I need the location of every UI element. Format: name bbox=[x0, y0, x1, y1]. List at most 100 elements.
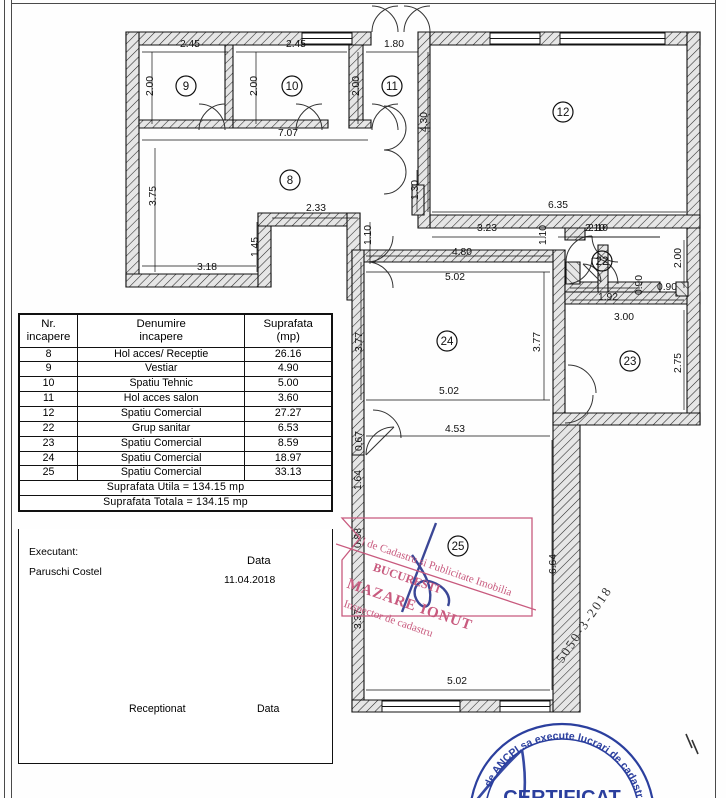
room-number-12: 12 bbox=[557, 107, 570, 119]
header-nr-line2: incapere bbox=[26, 330, 71, 343]
cell-area: 4.90 bbox=[244, 361, 332, 378]
inspector-stamp-red: l de Cadastru si Publicitate Imobilia BU… bbox=[335, 498, 537, 658]
dimension-room25-0: 1.64 bbox=[353, 470, 364, 490]
dimension-room22_23-4: 1.92 bbox=[598, 292, 618, 303]
cell-room-number: 11 bbox=[18, 391, 79, 407]
frame-left-inner bbox=[11, 0, 12, 798]
cell-area: 5.00 bbox=[244, 376, 332, 393]
cell-room-name: Vestiar bbox=[77, 361, 246, 378]
cell-area: 33.13 bbox=[244, 465, 332, 482]
window-layer bbox=[301, 32, 666, 713]
dimension-room12-2: 6.35 bbox=[548, 200, 568, 211]
dimension-room8-1: 3.18 bbox=[197, 262, 217, 273]
table-row-total-totala: Suprafata Totala = 134.15 mp bbox=[19, 495, 332, 511]
header-area: Suprafata (mp) bbox=[244, 314, 332, 348]
table-header-row: Nr. incapere Denumire incapere Suprafata… bbox=[18, 314, 332, 348]
header-sup-line2: (mp) bbox=[276, 330, 300, 343]
frame-left-outer bbox=[4, 0, 5, 798]
dimension-lines bbox=[142, 51, 686, 698]
cell-room-name: Spatiu Comercial bbox=[77, 465, 246, 482]
dimension-room24-3: 3.77 bbox=[532, 332, 543, 352]
dimension-room12-5: 1.10 bbox=[538, 225, 549, 245]
cell-room-number: 12 bbox=[18, 405, 79, 422]
room-number-11: 11 bbox=[386, 81, 398, 93]
cell-area: 18.97 bbox=[244, 450, 332, 467]
dimension-top_block-0: 2.45 bbox=[180, 39, 200, 50]
executant-date-label: Data bbox=[247, 555, 271, 567]
dimension-room24-2: 3.77 bbox=[354, 332, 365, 352]
total-utila: Suprafata Utila = 134.15 mp bbox=[19, 480, 332, 497]
cell-room-number: 23 bbox=[18, 435, 79, 452]
cell-room-name: Grup sanitar bbox=[77, 420, 246, 437]
dimension-room8-4: 1.10 bbox=[363, 225, 374, 245]
cell-area: 8.59 bbox=[244, 435, 332, 452]
cell-room-name: Spatiu Comercial bbox=[77, 450, 246, 467]
dimension-room24-0: 4.80 bbox=[452, 247, 472, 258]
total-totala: Suprafata Totala = 134.15 mp bbox=[19, 495, 332, 511]
header-room-name: Denumire incapere bbox=[77, 314, 246, 348]
cell-room-number: 24 bbox=[18, 450, 79, 467]
cell-room-name: Hol acces/ Receptie bbox=[77, 346, 246, 363]
dimension-top_block-3: 2.00 bbox=[145, 76, 156, 96]
executant-date-value: 11.04.2018 bbox=[224, 575, 276, 586]
cell-area: 3.60 bbox=[244, 391, 332, 407]
frame-right-inner bbox=[715, 0, 716, 798]
dimension-room24-1: 5.02 bbox=[445, 272, 465, 283]
executant-name: Paruschi Costel bbox=[29, 567, 102, 578]
dimension-room25-3: 6.64 bbox=[548, 554, 559, 574]
dimension-room25-1: 0.88 bbox=[353, 528, 364, 548]
dimension-room12-1: 1.30 bbox=[410, 180, 421, 200]
cell-area: 27.27 bbox=[244, 405, 332, 422]
dimension-room24-4: 5.02 bbox=[439, 386, 459, 397]
executant-block: Executant: Paruschi Costel Data 11.04.20… bbox=[18, 529, 333, 698]
cell-room-number: 22 bbox=[18, 420, 79, 437]
cell-room-number: 10 bbox=[18, 376, 79, 393]
certificate-stamp-blue: de ANCPI sa execute lucrari de cadastru … bbox=[430, 718, 726, 798]
cell-room-number: 9 bbox=[18, 361, 79, 378]
dimension-room24-5: 4.53 bbox=[445, 424, 465, 435]
signature-ink bbox=[400, 522, 451, 613]
room-schedule-table: Nr. incapere Denumire incapere Suprafata… bbox=[18, 313, 333, 512]
dimension-room22_23-5: 3.00 bbox=[614, 312, 634, 323]
dimension-room12-3: 3.23 bbox=[477, 223, 497, 234]
cell-room-name: Spatiu Comercial bbox=[77, 405, 246, 422]
room-number-10: 10 bbox=[286, 81, 299, 93]
cell-room-name: Spatiu Comercial bbox=[77, 435, 246, 452]
door-layer bbox=[198, 5, 619, 456]
dimension-top_block-5: 2.00 bbox=[351, 76, 362, 96]
header-den-line2: incapere bbox=[139, 330, 184, 343]
header-den-line1: Denumire bbox=[136, 318, 186, 330]
receptie-label: Receptionat bbox=[129, 703, 186, 715]
executant-label: Executant: bbox=[29, 547, 79, 558]
dimension-room22_23-0: 2.10 bbox=[588, 223, 608, 234]
cell-room-number: 8 bbox=[18, 346, 79, 363]
room-number-24: 24 bbox=[441, 336, 454, 348]
stamp-red-border bbox=[335, 517, 537, 617]
room-number-25: 25 bbox=[452, 541, 465, 553]
room-number-8: 8 bbox=[287, 175, 293, 187]
header-sup-line1: Suprafata bbox=[263, 318, 313, 330]
room-number-9: 9 bbox=[183, 81, 189, 93]
dimension-top_block-2: 1.80 bbox=[384, 39, 404, 50]
table-row-total-utila: Suprafata Utila = 134.15 mp bbox=[19, 480, 332, 497]
room-number-markers bbox=[175, 75, 641, 557]
svg-text:CERTIFICAT: CERTIFICAT bbox=[503, 787, 620, 798]
dimension-room22_23-3: 0.90 bbox=[657, 282, 677, 293]
frame-top bbox=[11, 3, 715, 4]
cell-room-number: 25 bbox=[18, 465, 79, 482]
dimension-room12-4: 2.10 bbox=[585, 223, 605, 234]
cell-room-name: Spatiu Tehnic bbox=[77, 376, 246, 393]
dimension-room8-2: 1.45 bbox=[250, 237, 261, 257]
dimension-room22_23-1: 2.00 bbox=[673, 248, 684, 268]
